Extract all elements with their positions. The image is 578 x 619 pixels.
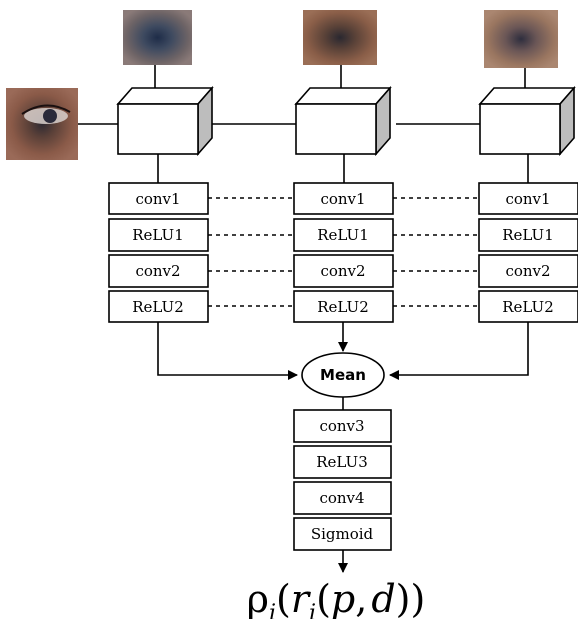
- layer-label-relu1: ReLU1: [502, 226, 554, 244]
- layer-label-relu2: ReLU2: [132, 298, 184, 316]
- formula-d: d: [371, 577, 395, 619]
- layer-label-sigmoid: Sigmoid: [311, 525, 374, 543]
- view-eye-image-1: [123, 10, 192, 65]
- layer-label-conv4: conv4: [319, 489, 364, 507]
- input-block-2: [294, 85, 392, 157]
- head-layers: conv3 ReLU3 conv4 Sigmoid: [293, 409, 392, 551]
- layer-label-conv3: conv3: [319, 417, 364, 435]
- reference-eye-image: [6, 88, 78, 160]
- formula-subscript-i: i: [269, 601, 276, 619]
- layer-label-conv2: conv2: [320, 262, 365, 280]
- layer-label-conv1: conv1: [135, 190, 180, 208]
- branch-3-to-mean-arrow: [389, 322, 529, 380]
- view-eye-image-2: [303, 10, 377, 65]
- branch-1-to-mean-arrow: [157, 322, 298, 380]
- formula-paren: (: [276, 577, 291, 619]
- layer-label-conv2: conv2: [505, 262, 550, 280]
- input-block-3: [478, 85, 576, 157]
- layer-label-relu1: ReLU1: [132, 226, 184, 244]
- layer-label-relu2: ReLU2: [502, 298, 554, 316]
- formula-close-parens: )): [396, 577, 426, 619]
- branch-3-layers: conv1 ReLU1 conv2 ReLU2: [478, 182, 578, 323]
- branch-2-layers: conv1 ReLU1 conv2 ReLU2: [293, 182, 394, 323]
- layer-label-relu1: ReLU1: [317, 226, 369, 244]
- layer-label-relu2: ReLU2: [317, 298, 369, 316]
- mean-node: Mean: [301, 352, 385, 398]
- layer-label-conv2: conv2: [135, 262, 180, 280]
- mean-label: Mean: [320, 366, 366, 384]
- formula-p: p: [331, 577, 355, 619]
- output-formula: ρi(ri(p,d)): [247, 577, 426, 619]
- formula-comma: ,: [355, 577, 367, 619]
- formula-rho: ρ: [247, 577, 269, 619]
- view-eye-image-3: [484, 10, 558, 68]
- formula-r: r: [291, 577, 312, 619]
- layer-label-relu3: ReLU3: [316, 453, 368, 471]
- branch-1-layers: conv1 ReLU1 conv2 ReLU2: [108, 182, 209, 323]
- input-block-1: [116, 85, 214, 157]
- formula-subscript-i: i: [309, 601, 316, 619]
- layer-label-conv1: conv1: [320, 190, 365, 208]
- formula-paren: (: [316, 577, 331, 619]
- layer-label-conv1: conv1: [505, 190, 550, 208]
